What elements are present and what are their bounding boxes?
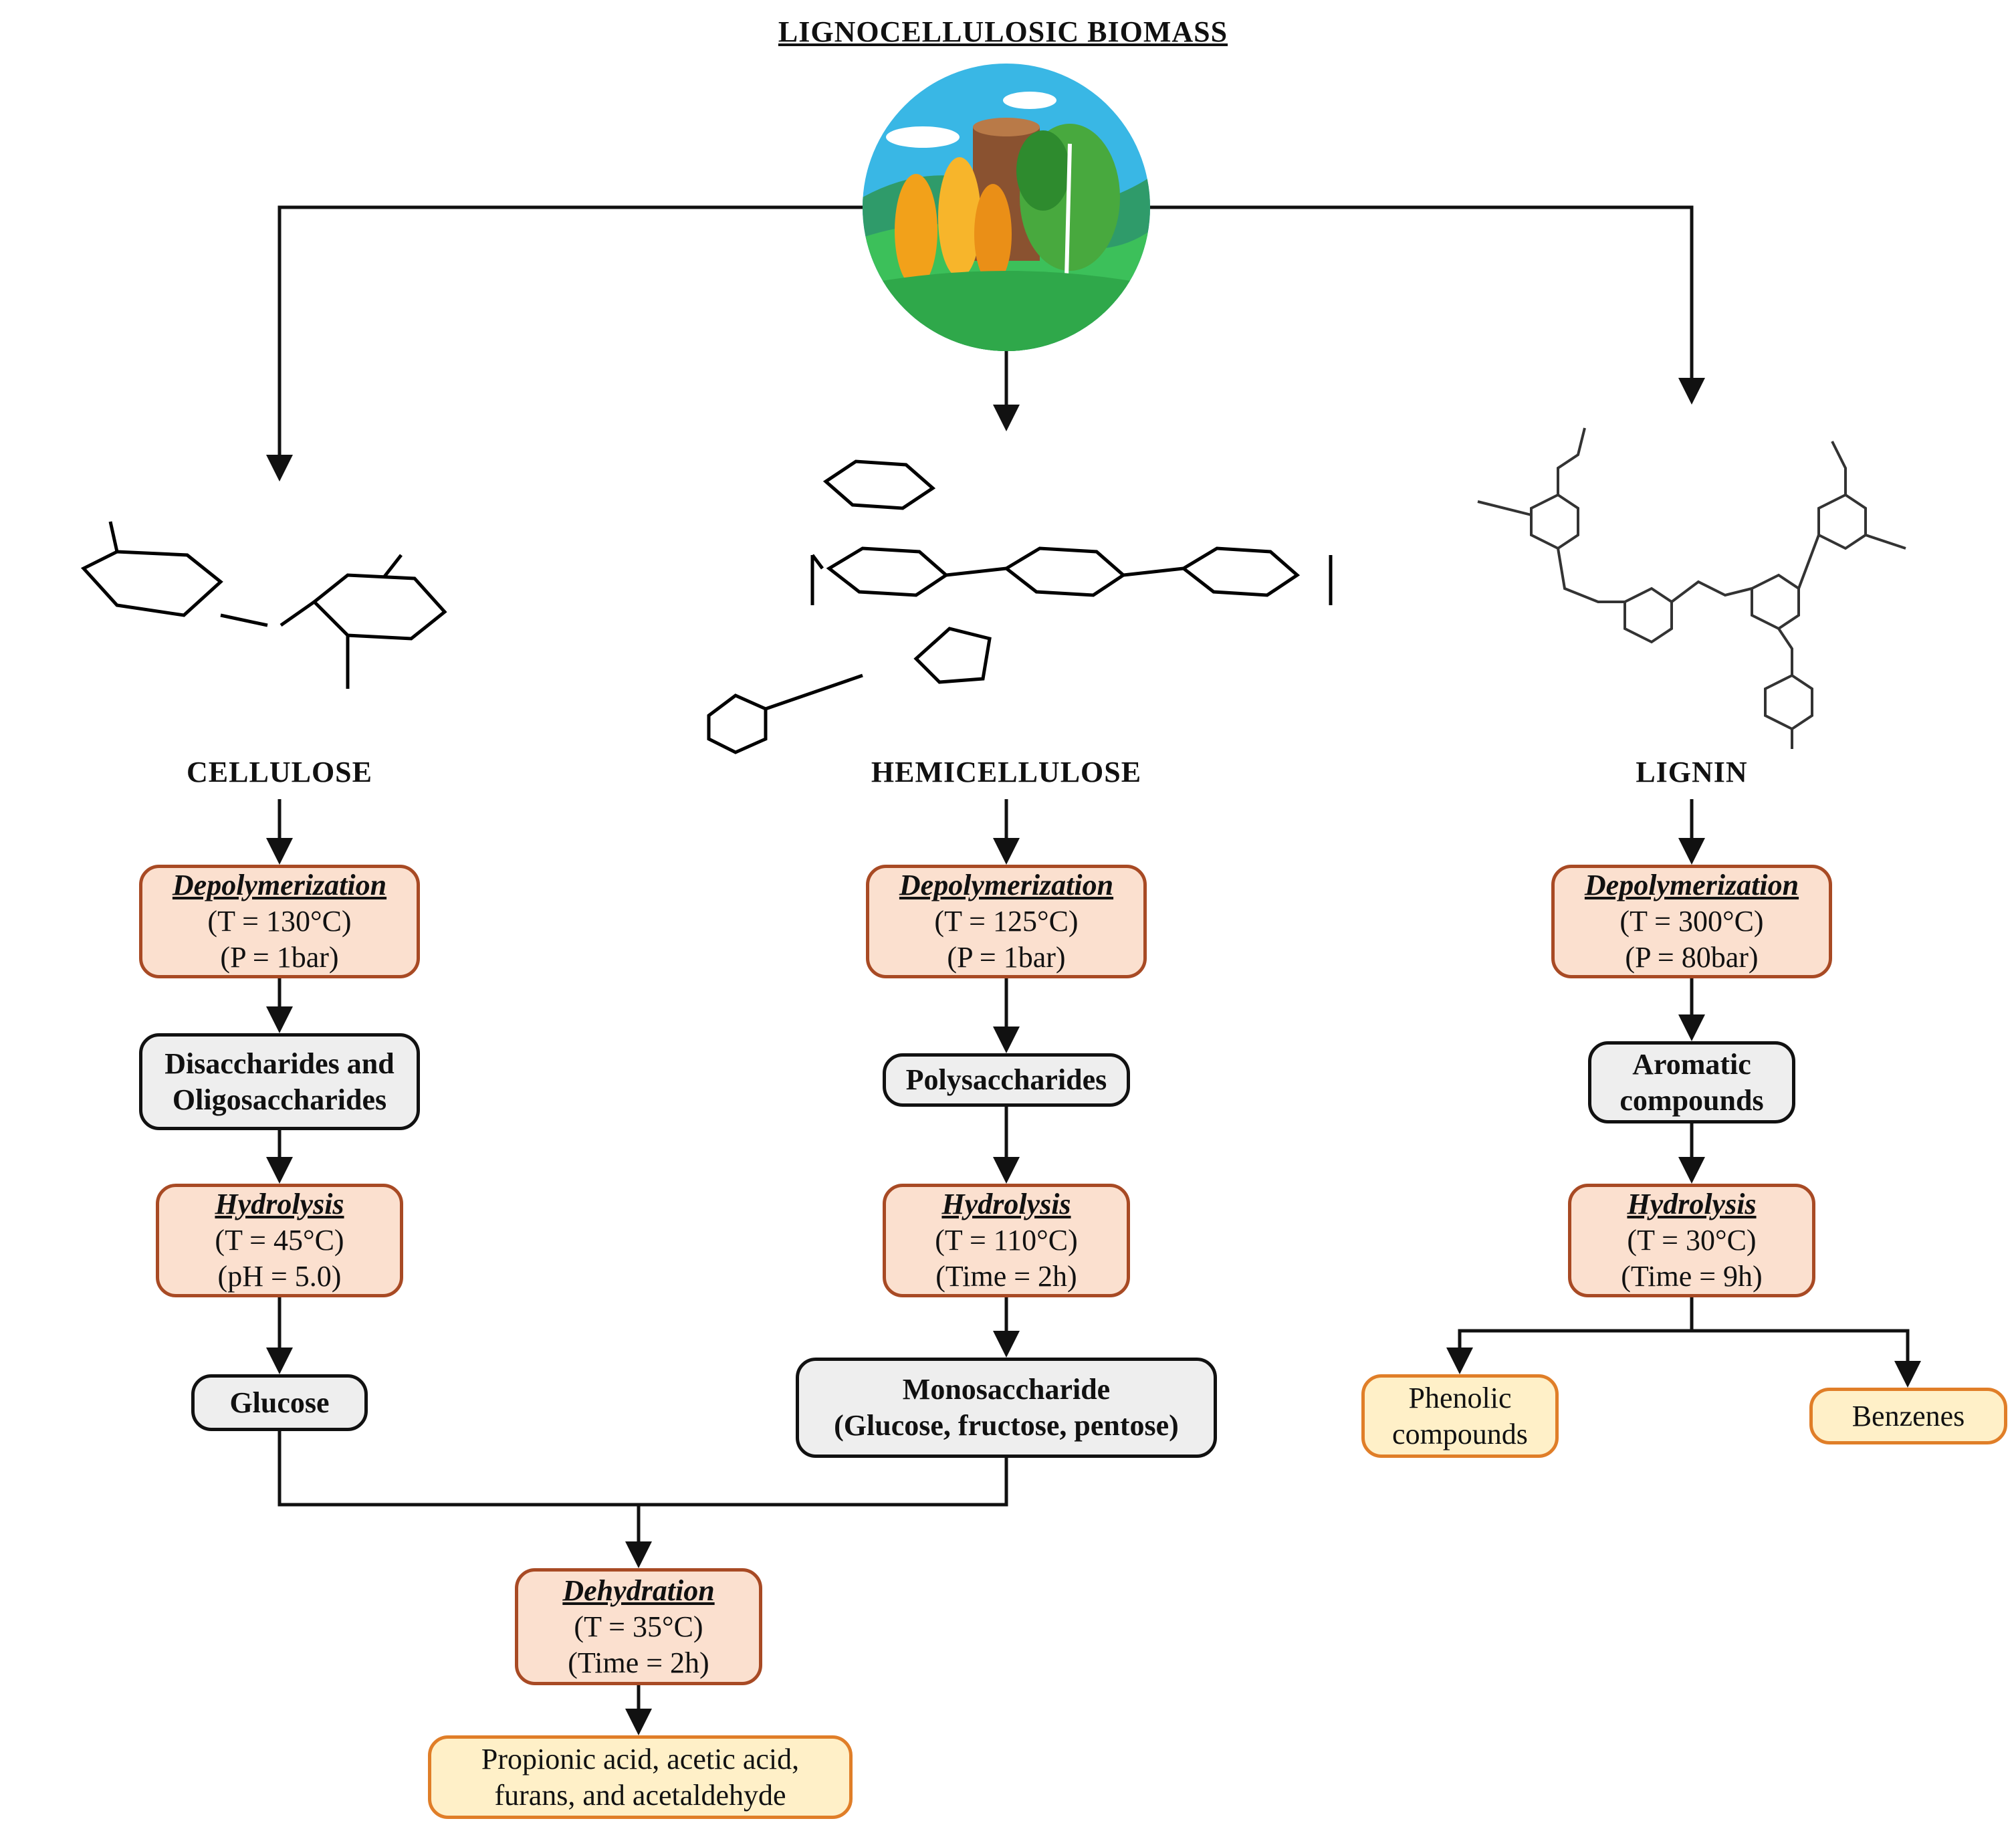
- step-name: Depolymerization: [172, 869, 387, 901]
- step-name: Hydrolysis: [1627, 1188, 1757, 1220]
- phenolic-compounds-box: Phenolic compounds: [1361, 1374, 1559, 1458]
- diagram-title: LIGNOCELLULOSIC BIOMASS: [778, 15, 1228, 48]
- step-name: Dehydration: [562, 1574, 715, 1607]
- product-text: furans, and acetaldehyde: [494, 1778, 786, 1812]
- lignin-label: LIGNIN: [1636, 756, 1748, 788]
- step-condition: (Time = 2h): [568, 1646, 709, 1679]
- intermediate-text: Monosaccharide: [902, 1373, 1111, 1406]
- product-text: Benzenes: [1852, 1399, 1965, 1432]
- monosaccharide-box: Monosaccharide (Glucose, fructose, pento…: [796, 1358, 1217, 1458]
- cellulose-intermediate: Disaccharides and Oligosaccharides: [139, 1033, 420, 1130]
- step-condition: (T = 110°C): [935, 1224, 1078, 1257]
- intermediate-text: Oligosaccharides: [172, 1083, 387, 1116]
- lignin-depolymerization-step: Depolymerization (T = 300°C) (P = 80bar): [1551, 865, 1832, 978]
- step-condition: (T = 125°C): [934, 905, 1079, 938]
- arrow-to-benzenes: [1692, 1329, 1921, 1388]
- intermediate-text: Disaccharides and: [164, 1047, 395, 1080]
- cellulose-label: CELLULOSE: [187, 756, 372, 788]
- step-condition: (T = 35°C): [574, 1610, 703, 1643]
- step-condition: (Time = 2h): [935, 1260, 1077, 1293]
- step-name: Hydrolysis: [941, 1188, 1071, 1220]
- biomass-illustration: [863, 64, 1150, 351]
- step-condition: (pH = 5.0): [217, 1260, 342, 1293]
- step-condition: (P = 1bar): [947, 941, 1066, 974]
- step-condition: (T = 300°C): [1619, 905, 1764, 938]
- step-name: Hydrolysis: [215, 1188, 344, 1220]
- cellulose-structure: [80, 521, 447, 689]
- step-condition: (Time = 9h): [1621, 1260, 1763, 1293]
- lignin-hydrolysis-step: Hydrolysis (T = 30°C) (Time = 9h): [1568, 1184, 1815, 1297]
- step-condition: (P = 1bar): [220, 941, 339, 974]
- hemicellulose-label: HEMICELLULOSE: [871, 756, 1142, 788]
- final-product-box: Propionic acid, acetic acid, furans, and…: [428, 1735, 853, 1819]
- lignin-structure: [1477, 427, 1906, 749]
- benzenes-box: Benzenes: [1809, 1388, 2007, 1444]
- product-text: Phenolic: [1408, 1381, 1512, 1414]
- arrow-to-lignin: [1150, 205, 1705, 405]
- intermediate-text: compounds: [1619, 1083, 1764, 1117]
- arrow-to-phenolic: [1446, 1297, 1694, 1374]
- intermediate-text: Glucose: [229, 1386, 330, 1419]
- intermediate-text: Aromatic: [1632, 1047, 1751, 1081]
- merge-line: [277, 1431, 1008, 1507]
- aromatic-compounds-box: Aromatic compounds: [1588, 1041, 1795, 1123]
- hemicellulose-hydrolysis-step: Hydrolysis (T = 110°C) (Time = 2h): [883, 1184, 1130, 1297]
- glucose-box: Glucose: [191, 1374, 368, 1431]
- step-condition: (T = 45°C): [215, 1224, 344, 1257]
- step-condition: (P = 80bar): [1625, 941, 1759, 974]
- intermediate-text: Polysaccharides: [905, 1063, 1107, 1096]
- step-condition: (T = 130°C): [207, 905, 352, 938]
- step-name: Depolymerization: [1584, 869, 1799, 901]
- intermediate-text: (Glucose, fructose, pentose): [834, 1409, 1179, 1442]
- step-name: Depolymerization: [899, 869, 1114, 901]
- cellulose-depolymerization-step: Depolymerization (T = 130°C) (P = 1bar): [139, 865, 420, 978]
- product-text: Propionic acid, acetic acid,: [481, 1742, 800, 1776]
- hemicellulose-depolymerization-step: Depolymerization (T = 125°C) (P = 1bar): [866, 865, 1147, 978]
- arrow-to-cellulose: [266, 205, 863, 481]
- cellulose-hydrolysis-step: Hydrolysis (T = 45°C) (pH = 5.0): [156, 1184, 403, 1297]
- dehydration-step: Dehydration (T = 35°C) (Time = 2h): [515, 1568, 762, 1685]
- product-text: compounds: [1392, 1417, 1528, 1450]
- polysaccharides-box: Polysaccharides: [883, 1053, 1130, 1107]
- step-condition: (T = 30°C): [1627, 1224, 1757, 1257]
- hemicellulose-structure: [707, 459, 1333, 754]
